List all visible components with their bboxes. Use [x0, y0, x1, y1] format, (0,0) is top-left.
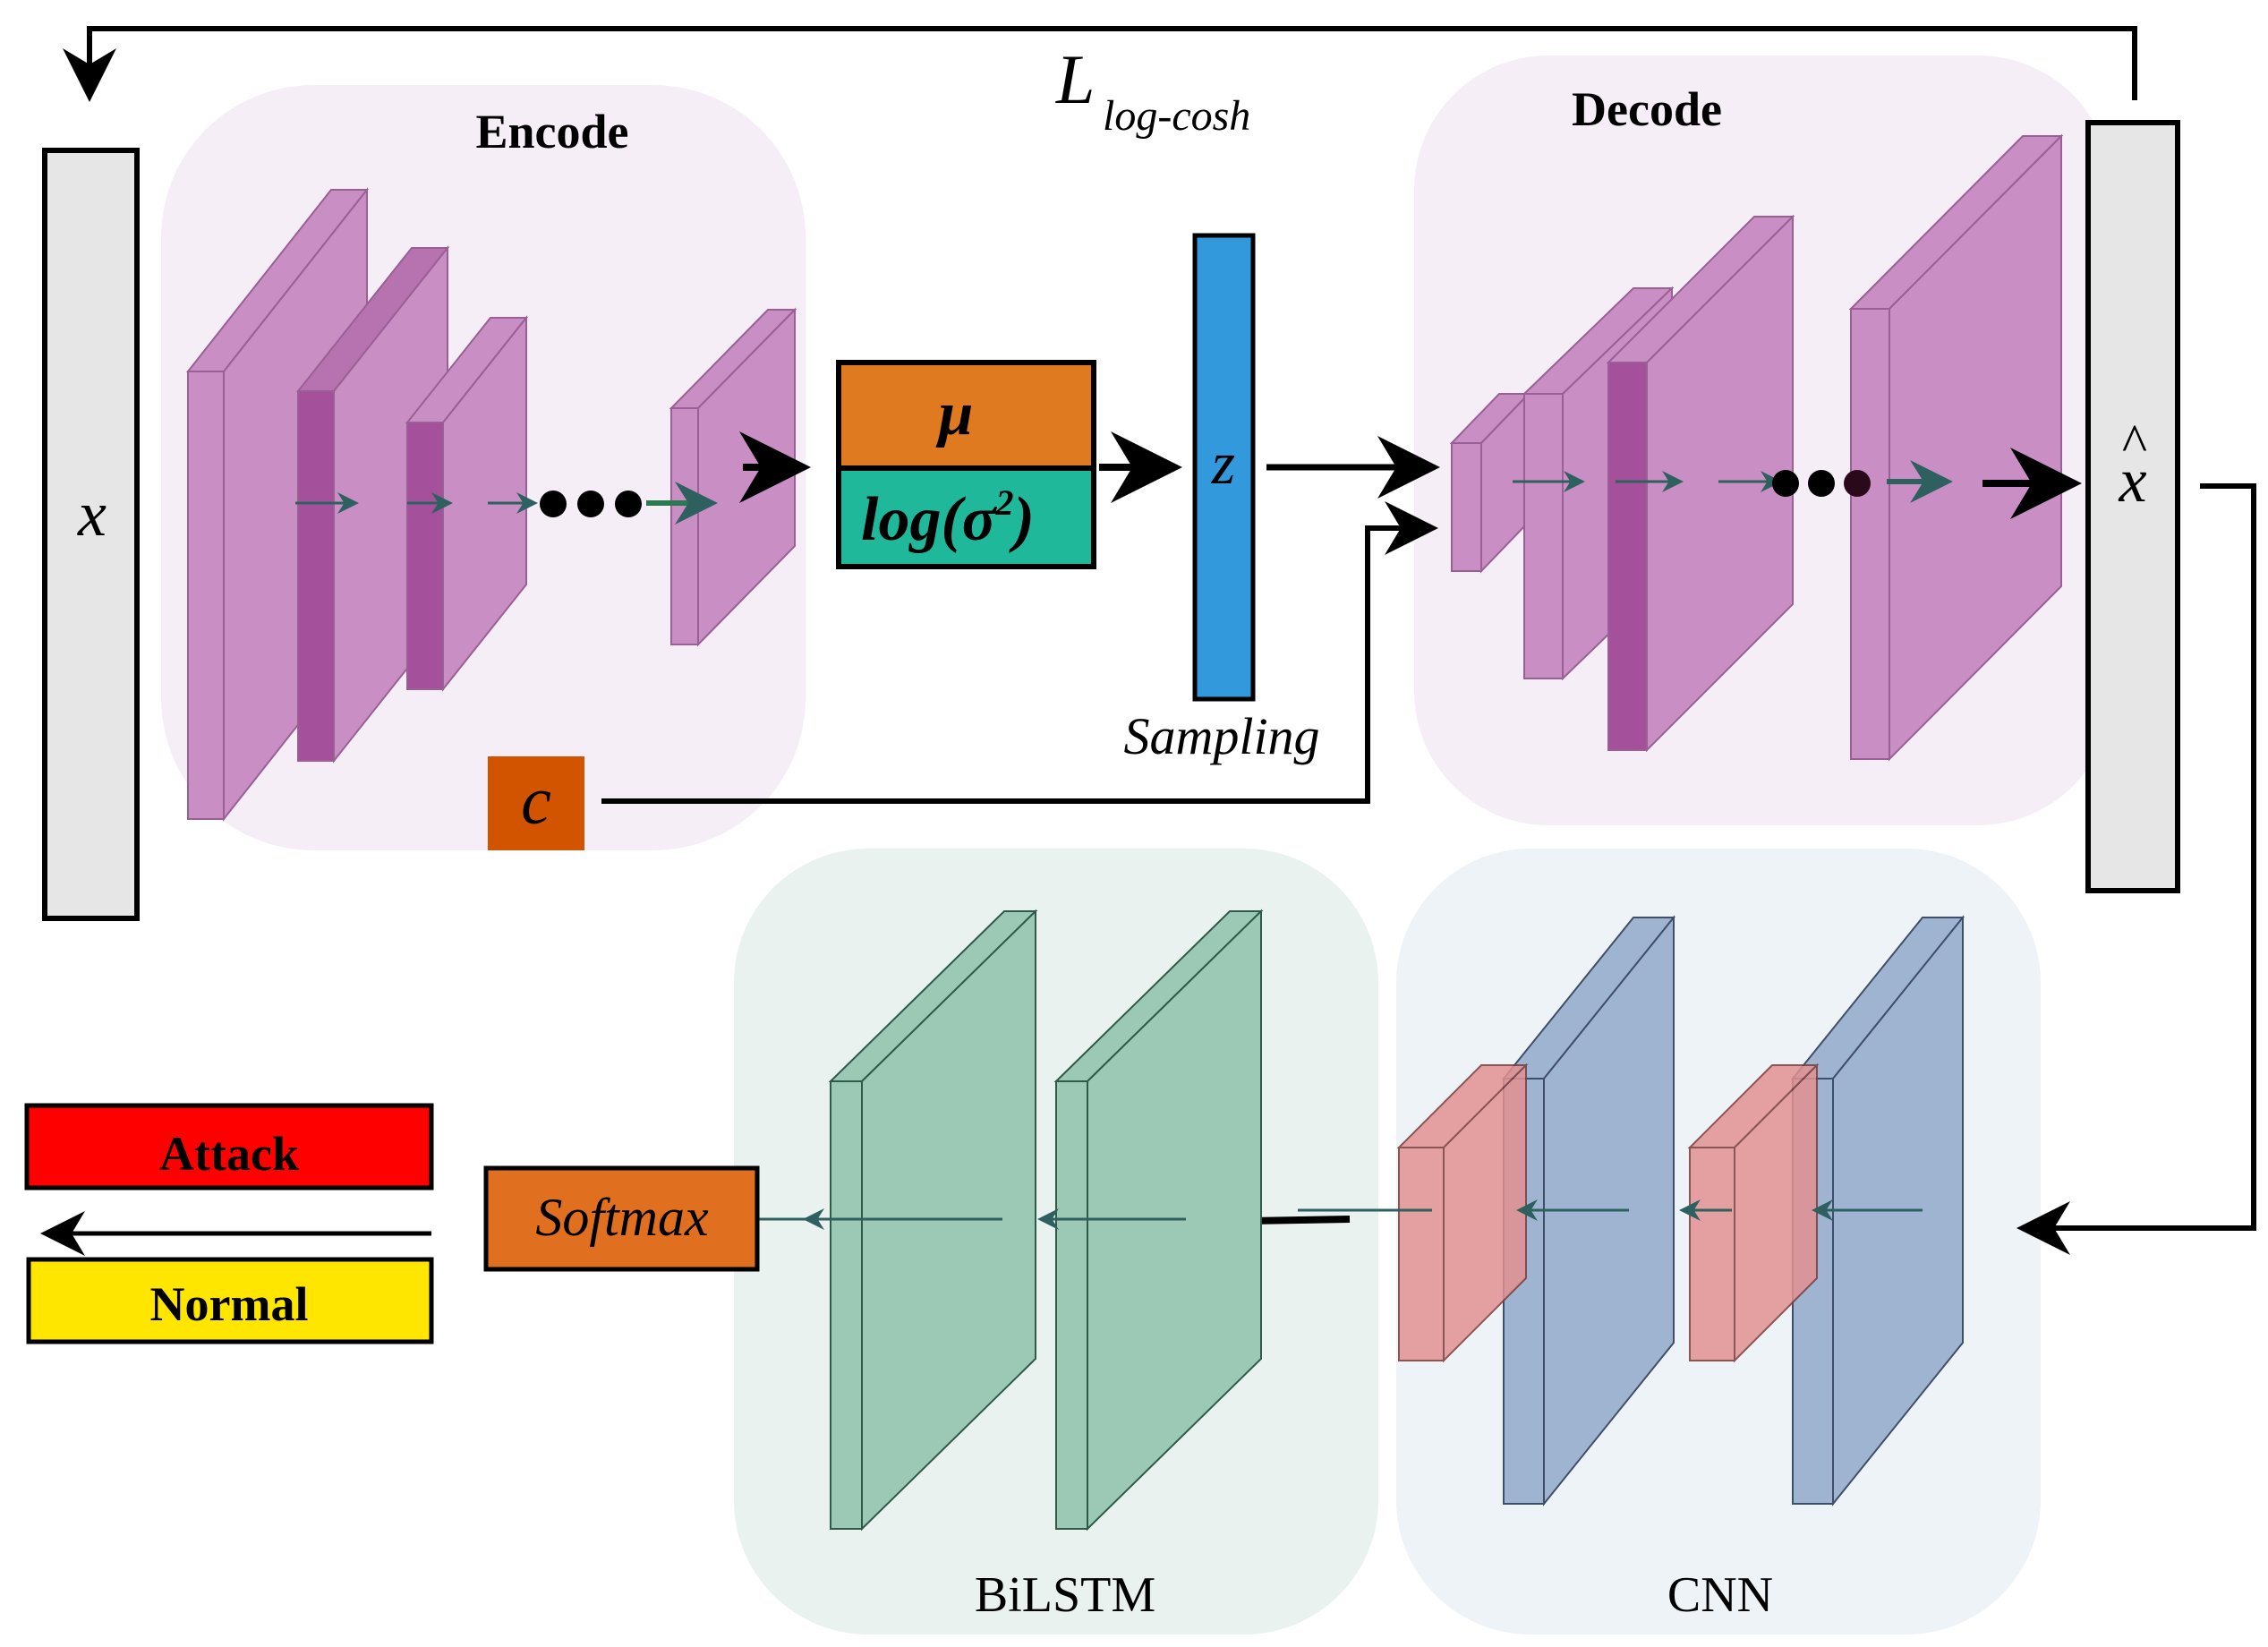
z-block: [1192, 233, 1256, 702]
condition-label: c: [521, 764, 551, 839]
decoder-ellipsis: [1772, 470, 1871, 497]
mu-label: μ: [936, 380, 974, 448]
softmax-label: Softmax: [535, 1188, 709, 1247]
decoder-layers: [1449, 133, 2064, 762]
z-label: z: [1211, 429, 1235, 497]
logvar-block: [836, 465, 1096, 569]
output-xhat-accent: ^: [2122, 414, 2147, 473]
input-x-label: x: [77, 478, 107, 550]
loss-subscript: log-cosh: [1103, 92, 1250, 140]
logvar-label: log(σ2): [861, 482, 1035, 554]
encoder-label: Encode: [475, 105, 628, 158]
cnn-layers: [1501, 915, 1965, 1506]
attack-class-block: [24, 1103, 434, 1190]
reconstruction-loss-arrow: [63, 26, 2137, 102]
attack-class-label: Attack: [159, 1127, 299, 1181]
condition-block: [488, 756, 584, 850]
encoder-ellipsis: [540, 491, 642, 517]
output-xhat-block: [2085, 120, 2180, 893]
condition-to-decoder-arrow: [601, 501, 1438, 804]
bilstm-label: BiLSTM: [975, 1567, 1155, 1623]
output-to-cnn-arrow: [2016, 483, 2256, 1255]
mu-block: [836, 360, 1096, 471]
loss-label: L: [1055, 40, 1095, 118]
output-xhat-label: x: [2118, 447, 2146, 516]
sampling-label: Sampling: [1123, 707, 1319, 765]
cnn-pool-layers: [1396, 1062, 1820, 1363]
input-x-block: [42, 148, 140, 921]
normal-class-label: Normal: [150, 1277, 309, 1331]
normal-class-block: [26, 1257, 434, 1344]
decoder-label: Decode: [1572, 82, 1722, 136]
cnn-label: CNN: [1667, 1567, 1773, 1623]
softmax-block: [483, 1165, 760, 1272]
encoder-layers: [185, 187, 797, 822]
